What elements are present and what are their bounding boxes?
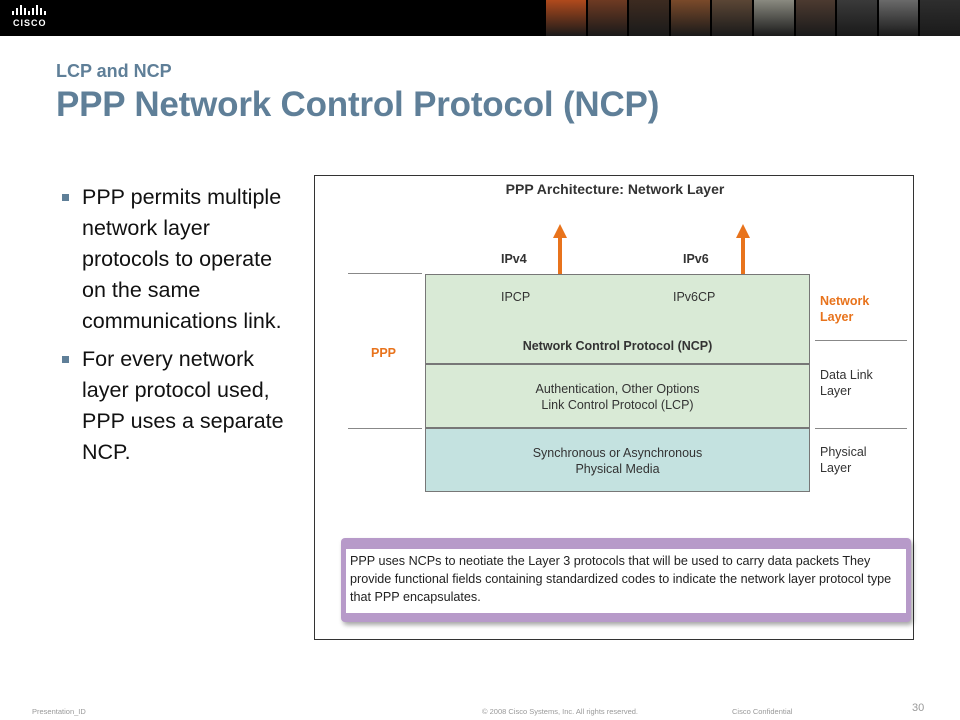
network-layer-label-1: Network bbox=[820, 294, 870, 308]
left-bottom-line bbox=[348, 428, 422, 429]
bullet-text: PPP permits multiple network layer proto… bbox=[82, 185, 282, 333]
physical-layer-label-2: Layer bbox=[820, 461, 852, 475]
header-photo bbox=[876, 0, 919, 36]
ipv6cp-label: IPv6CP bbox=[673, 290, 716, 304]
bullet-text: For every network layer protocol used, P… bbox=[82, 347, 284, 464]
header-photo bbox=[793, 0, 836, 36]
footer-presentation-id: Presentation_ID bbox=[32, 707, 86, 716]
physical-layer-label-1: Physical bbox=[820, 445, 867, 459]
ipv4-arrow-icon bbox=[553, 224, 567, 238]
lcp-line-1: Authentication, Other Options bbox=[535, 382, 700, 396]
right-line-1 bbox=[815, 340, 907, 341]
ppp-label: PPP bbox=[371, 346, 397, 360]
header-photo bbox=[544, 0, 586, 36]
slide-title: PPP Network Control Protocol (NCP) bbox=[56, 85, 660, 124]
bullet-item: PPP permits multiple network layer proto… bbox=[62, 182, 294, 337]
right-line-2 bbox=[815, 428, 907, 429]
slide-subtitle: LCP and NCP bbox=[56, 61, 172, 81]
header-photo bbox=[751, 0, 794, 36]
cisco-logo-text: CISCO bbox=[13, 18, 47, 28]
bullet-square-icon bbox=[62, 356, 69, 363]
footer-confidential: Cisco Confidential bbox=[732, 707, 793, 716]
network-layer-label-2: Layer bbox=[820, 310, 854, 324]
header-bar: CISCO bbox=[0, 0, 960, 36]
figure-title: PPP Architecture: Network Layer bbox=[505, 181, 725, 197]
ipv6-label: IPv6 bbox=[683, 252, 709, 266]
datalink-layer-label-1: Data Link bbox=[820, 368, 873, 382]
bullet-list: PPP permits multiple network layer proto… bbox=[62, 182, 294, 475]
cisco-bars-icon bbox=[12, 5, 46, 15]
physical-line-1: Synchronous or Asynchronous bbox=[532, 446, 703, 460]
cisco-logo: CISCO bbox=[10, 4, 60, 32]
left-top-line bbox=[348, 273, 422, 274]
note-text: PPP uses NCPs to neotiate the Layer 3 pr… bbox=[350, 554, 892, 604]
lcp-line-2: Link Control Protocol (LCP) bbox=[541, 398, 694, 412]
note-callout: PPP uses NCPs to neotiate the Layer 3 pr… bbox=[341, 538, 911, 622]
header-photo bbox=[918, 0, 960, 36]
physical-media-box: Synchronous or Asynchronous Physical Med… bbox=[425, 428, 810, 492]
bullet-square-icon bbox=[62, 194, 69, 201]
ncp-box: IPCP IPv6CP Network Control Protocol (NC… bbox=[425, 274, 810, 364]
ipcp-label: IPCP bbox=[501, 290, 531, 304]
note-inner: PPP uses NCPs to neotiate the Layer 3 pr… bbox=[346, 549, 906, 613]
ncp-label: Network Control Protocol (NCP) bbox=[522, 339, 713, 353]
header-photo bbox=[835, 0, 877, 36]
header-photo bbox=[710, 0, 752, 36]
header-photo bbox=[627, 0, 669, 36]
physical-line-2: Physical Media bbox=[575, 462, 660, 476]
header-photo-strip bbox=[544, 0, 960, 36]
datalink-layer-label-2: Layer bbox=[820, 384, 852, 398]
header-photo bbox=[668, 0, 711, 36]
header-photo bbox=[585, 0, 628, 36]
ppp-architecture-figure: PPP Architecture: Network Layer IPv4 IPv… bbox=[314, 175, 914, 640]
footer-copyright: © 2008 Cisco Systems, Inc. All rights re… bbox=[482, 707, 639, 716]
ipv6-arrow-icon bbox=[736, 224, 750, 238]
bullet-item: For every network layer protocol used, P… bbox=[62, 344, 294, 468]
page-number: 30 bbox=[912, 702, 925, 714]
ipv4-label: IPv4 bbox=[501, 252, 527, 266]
lcp-box: Authentication, Other Options Link Contr… bbox=[425, 364, 810, 428]
